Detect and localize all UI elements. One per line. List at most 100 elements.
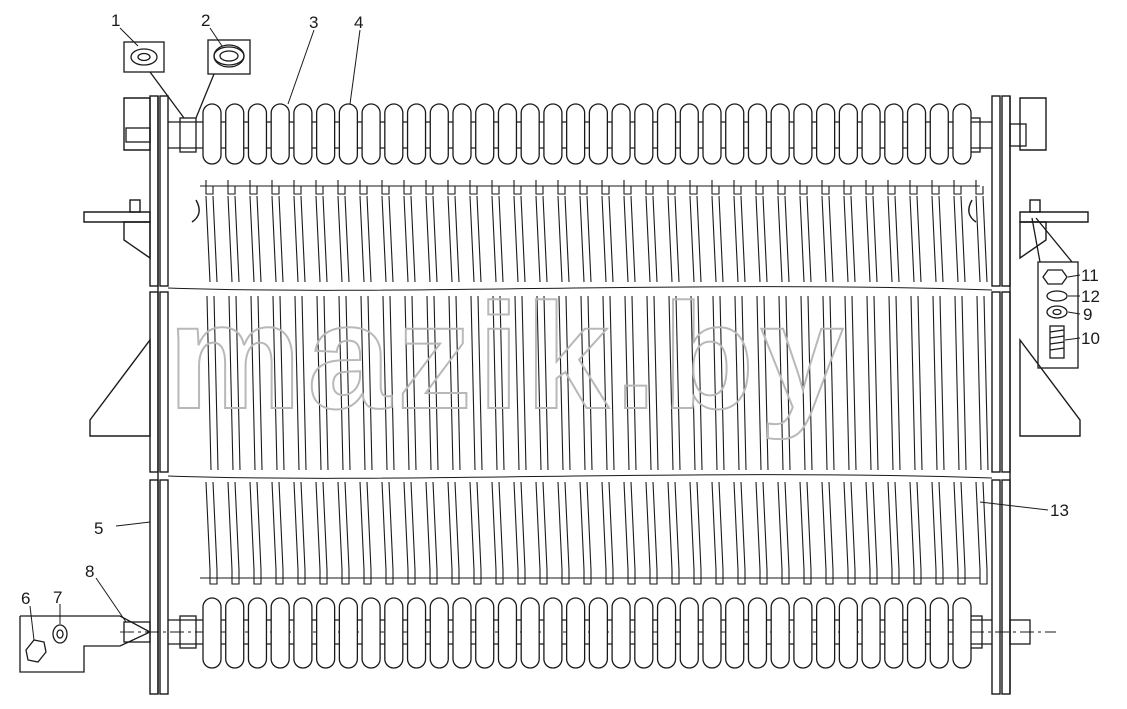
strip-hook-bottom — [825, 570, 834, 585]
strip-hook-top — [337, 180, 346, 195]
strip-hook-top — [293, 180, 302, 195]
strip-hook-top — [271, 180, 280, 195]
strip-hook-top — [843, 180, 852, 195]
strip-hook-top — [381, 180, 390, 195]
strip-hook-top — [865, 180, 874, 195]
bottom-ring — [270, 597, 290, 669]
strip-middle — [844, 295, 857, 471]
top-ring — [338, 103, 359, 165]
strip-middle — [668, 295, 681, 471]
strip-hook-top — [205, 180, 214, 195]
top-ring — [838, 103, 859, 165]
strip-upper — [931, 195, 944, 283]
strip-hook-top — [491, 180, 500, 195]
strip-hook-top — [425, 180, 434, 195]
strip-hook-top — [623, 180, 632, 195]
strip-middle — [470, 295, 483, 471]
top-ring — [906, 103, 927, 165]
bottom-ring — [475, 597, 495, 669]
strip-hook-bottom — [847, 570, 856, 585]
strip-hook-top — [953, 180, 962, 195]
strip-hook-top — [227, 180, 236, 195]
strip-upper — [975, 195, 988, 283]
top-ring — [452, 103, 472, 165]
top-ring — [747, 103, 768, 165]
top-ring — [543, 103, 563, 165]
top-ring — [793, 103, 813, 165]
strip-hook-bottom — [253, 570, 262, 585]
strip-lower — [205, 481, 218, 571]
strip-hook-bottom — [495, 570, 504, 585]
bottom-ring — [838, 597, 859, 669]
strip-upper — [271, 195, 284, 283]
bottom-ring — [793, 597, 813, 669]
strip-hook-top — [887, 180, 896, 195]
bottom-ring — [338, 597, 359, 669]
strip-lower — [667, 481, 680, 571]
strip-middle — [558, 295, 571, 471]
strip-hook-bottom — [627, 570, 636, 585]
strip-upper — [821, 195, 834, 283]
bottom-ring — [747, 597, 768, 669]
strip-upper — [491, 195, 504, 283]
strip-upper — [953, 195, 966, 283]
top-ring — [815, 103, 836, 165]
callout-4: 4 — [354, 13, 363, 32]
strip-hook-bottom — [561, 570, 570, 585]
strip-hook-bottom — [649, 570, 658, 585]
top-ring — [702, 103, 722, 165]
strip-middle — [690, 295, 703, 471]
top-ring — [725, 103, 745, 165]
strip-lower — [821, 481, 834, 571]
top-ring — [588, 103, 609, 165]
strip-lower — [381, 481, 394, 571]
strip-middle — [250, 295, 263, 471]
right-frame — [191, 95, 1089, 695]
detail-inset-seal-2 — [195, 39, 251, 119]
strip-lower — [315, 481, 328, 571]
bottom-ring — [611, 597, 631, 669]
strip-upper — [755, 195, 768, 283]
strip-lower — [491, 481, 504, 571]
strip-hook-top — [733, 180, 742, 195]
strip-upper — [249, 195, 262, 283]
bottom-ring — [884, 597, 904, 669]
top-ring — [656, 103, 677, 165]
bottom-insulator-rings — [202, 597, 972, 669]
callout-11: 11 — [1081, 266, 1099, 285]
bottom-ring — [634, 597, 654, 669]
bottom-ring — [361, 597, 381, 669]
bottom-ring — [429, 597, 449, 669]
strip-hook-bottom — [913, 570, 922, 585]
top-ring — [520, 103, 540, 165]
strip-hook-top — [579, 180, 588, 195]
callout-10: 10 — [1081, 329, 1100, 348]
strip-upper — [337, 195, 350, 283]
strip-upper — [557, 195, 570, 283]
strip-hook-bottom — [759, 570, 768, 585]
strip-upper — [315, 195, 328, 283]
strip-upper — [645, 195, 658, 283]
strip-upper — [227, 195, 240, 283]
strip-lower — [359, 481, 372, 571]
strip-hook-bottom — [671, 570, 680, 585]
strip-lower — [337, 481, 350, 571]
strip-middle — [294, 295, 307, 471]
strip-hook-bottom — [209, 570, 218, 585]
strip-hook-top — [645, 180, 654, 195]
strip-hook-top — [513, 180, 522, 195]
strip-middle — [206, 295, 219, 471]
strip-hook-bottom — [583, 570, 592, 585]
strip-lower — [689, 481, 702, 571]
strip-hook-top — [601, 180, 610, 195]
bottom-ring — [225, 597, 245, 669]
strip-upper — [777, 195, 790, 283]
top-ring — [497, 103, 518, 165]
top-ring — [315, 103, 336, 165]
detail-inset-washer-1 — [123, 41, 185, 119]
strip-lower — [513, 481, 526, 571]
strip-hook-bottom — [891, 570, 900, 585]
top-ring — [565, 103, 586, 165]
